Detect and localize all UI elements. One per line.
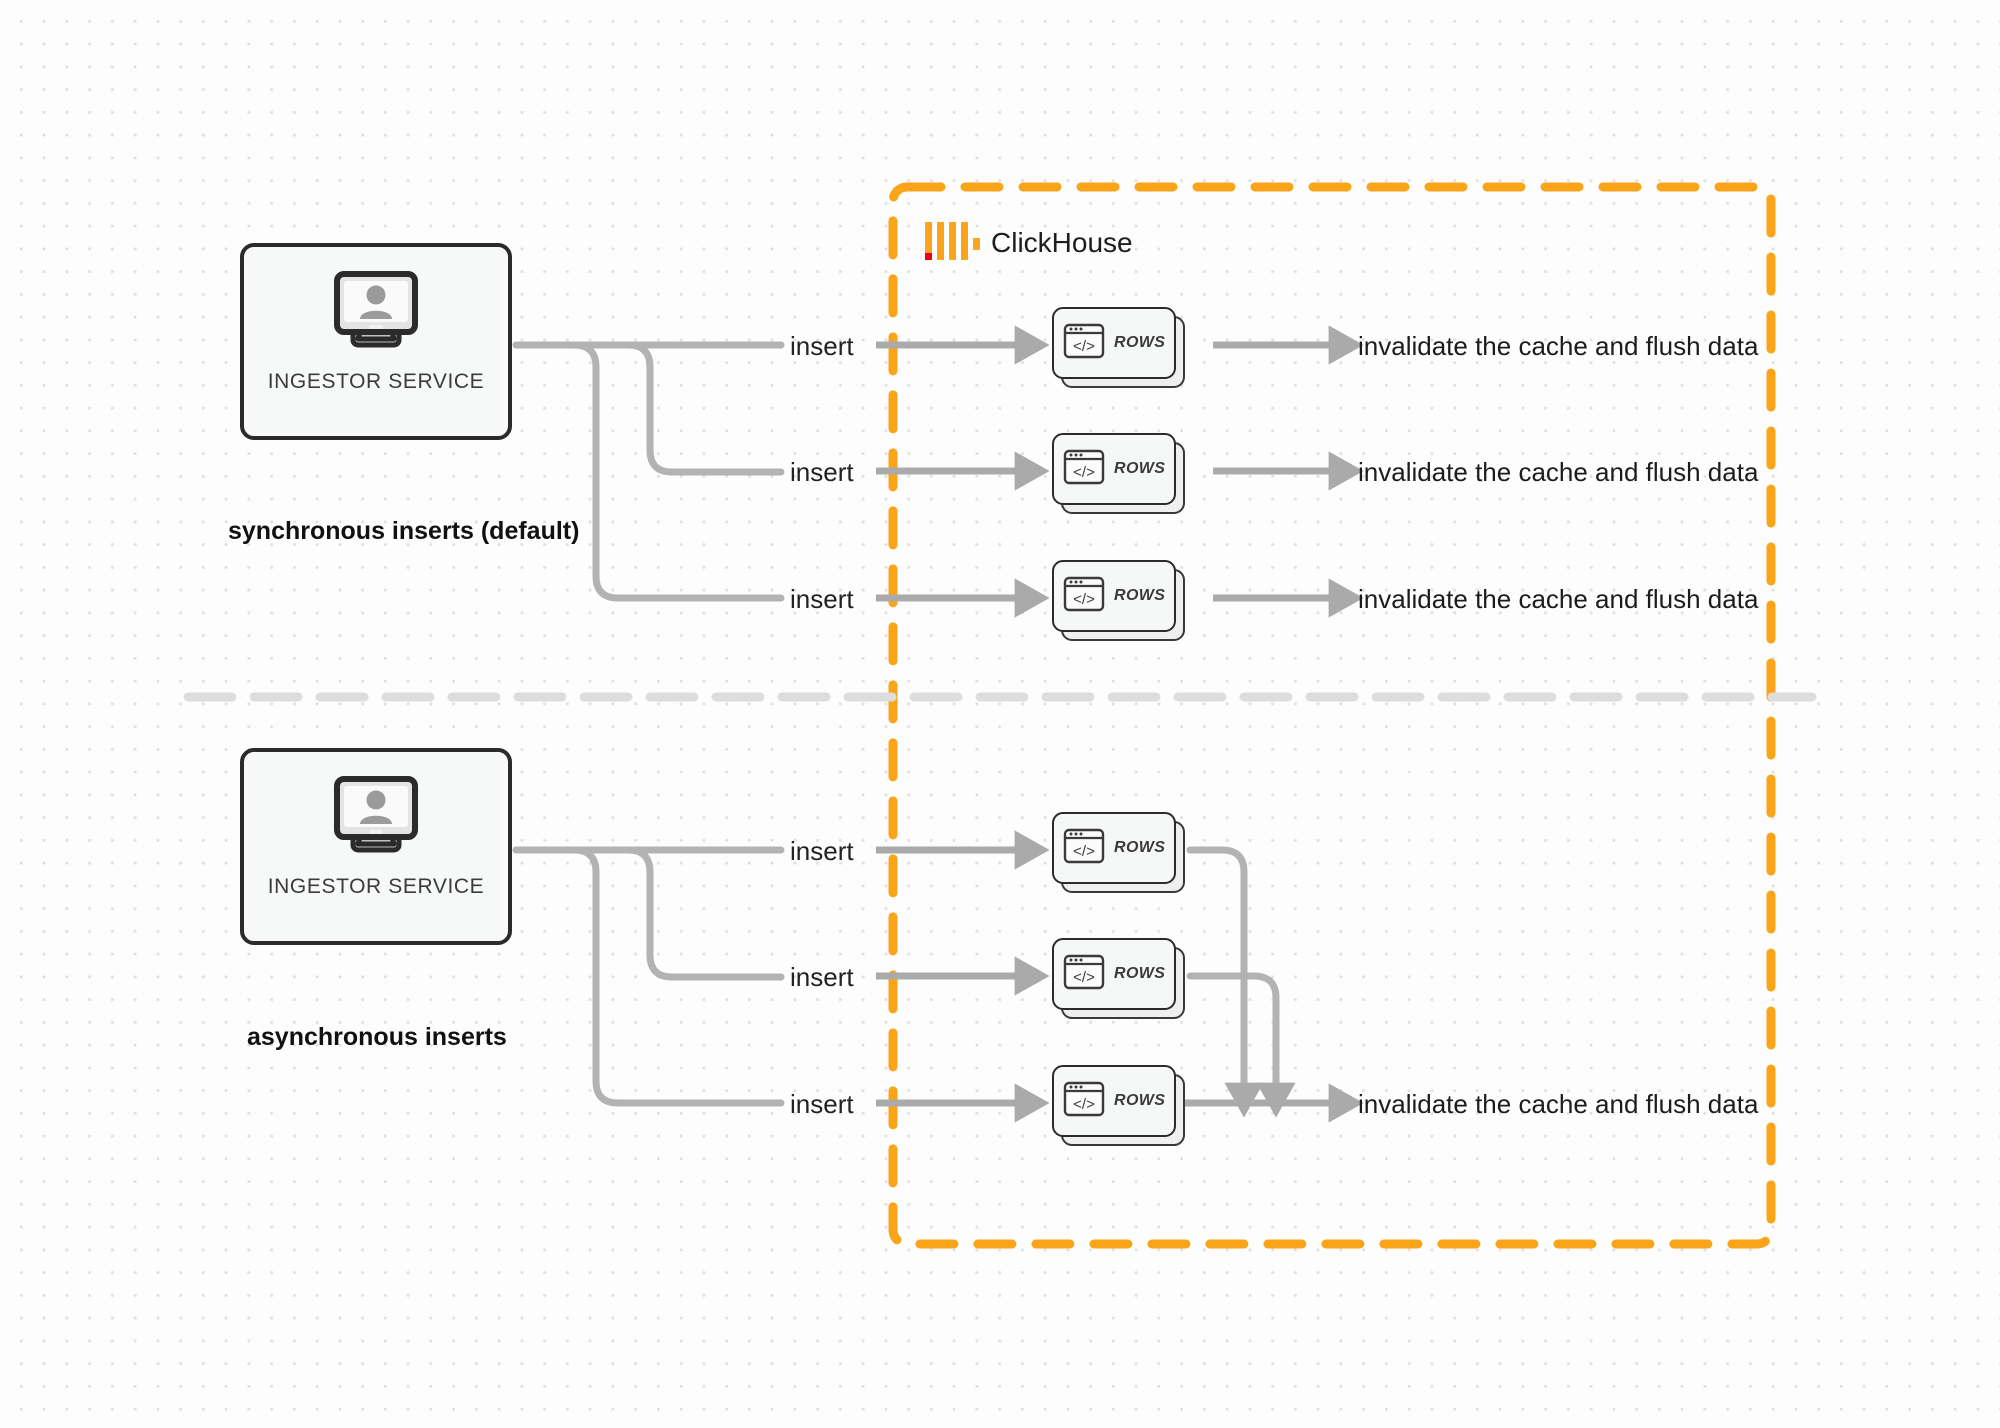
svg-text:</>: </>	[1073, 843, 1095, 860]
async-merge-from-card-2	[1186, 972, 1280, 1082]
rows-card-async-3[interactable]: </> ROWS	[1052, 1065, 1185, 1146]
rows-card-face: </> ROWS	[1052, 938, 1176, 1010]
rows-card-face: </> ROWS	[1052, 307, 1176, 379]
sync-branch-middle	[556, 341, 785, 476]
rows-card-face: </> ROWS	[1052, 812, 1176, 884]
monitor-user-icon	[330, 774, 422, 863]
rows-card-sync-3[interactable]: </> ROWS	[1052, 560, 1185, 641]
ingestor-service-label-sync: INGESTOR SERVICE	[267, 370, 485, 393]
flush-label-sync-1: invalidate the cache and flush data	[1358, 331, 1759, 361]
section-caption-async: asynchronous inserts	[247, 1023, 507, 1051]
sync-branch-bottom	[556, 341, 785, 602]
ingestor-service-sync[interactable]: INGESTOR SERVICE	[240, 243, 512, 440]
clickhouse-brand-label: ClickHouse	[991, 227, 1133, 258]
rows-card-async-2[interactable]: </> ROWS	[1052, 938, 1185, 1019]
code-window-icon: </>	[1063, 1078, 1105, 1125]
rows-card-sync-1[interactable]: </> ROWS	[1052, 307, 1185, 388]
svg-text:</>: </>	[1073, 591, 1095, 608]
svg-text:</>: </>	[1073, 464, 1095, 481]
rows-card-label: ROWS	[1114, 587, 1166, 604]
clickhouse-boundary	[888, 182, 1776, 1249]
flush-label-async-merged: invalidate the cache and flush data	[1358, 1089, 1759, 1119]
rows-card-face: </> ROWS	[1052, 1065, 1176, 1137]
rows-card-face: </> ROWS	[1052, 560, 1176, 632]
section-caption-sync: synchronous inserts (default)	[228, 517, 580, 545]
code-window-icon: </>	[1063, 446, 1105, 493]
rows-card-async-1[interactable]: </> ROWS	[1052, 812, 1185, 893]
insert-label-async-3: insert	[790, 1089, 854, 1119]
rows-card-sync-2[interactable]: </> ROWS	[1052, 433, 1185, 514]
code-window-icon: </>	[1063, 951, 1105, 998]
rows-card-face: </> ROWS	[1052, 433, 1176, 505]
insert-label-async-2: insert	[790, 962, 854, 992]
rows-card-label: ROWS	[1114, 460, 1166, 477]
insert-label-sync-3: insert	[790, 584, 854, 614]
flush-label-sync-2: invalidate the cache and flush data	[1358, 457, 1759, 487]
code-window-icon: </>	[1063, 825, 1105, 872]
async-branch-middle	[556, 846, 785, 981]
rows-card-label: ROWS	[1114, 839, 1166, 856]
monitor-user-icon	[330, 269, 422, 358]
insert-label-async-1: insert	[790, 836, 854, 866]
svg-text:</>: </>	[1073, 1096, 1095, 1113]
flush-label-sync-3: invalidate the cache and flush data	[1358, 584, 1759, 614]
code-window-icon: </>	[1063, 573, 1105, 620]
clickhouse-logo	[925, 222, 980, 260]
rows-card-label: ROWS	[1114, 1092, 1166, 1109]
async-merge-from-card-1	[1186, 846, 1248, 1082]
insert-label-sync-1: insert	[790, 331, 854, 361]
svg-text:</>: </>	[1073, 969, 1095, 986]
svg-text:</>: </>	[1073, 338, 1095, 355]
ingestor-service-label-async: INGESTOR SERVICE	[267, 875, 485, 898]
code-window-icon: </>	[1063, 320, 1105, 367]
async-branch-bottom	[556, 846, 785, 1107]
rows-card-label: ROWS	[1114, 965, 1166, 982]
rows-card-label: ROWS	[1114, 334, 1166, 351]
insert-label-sync-2: insert	[790, 457, 854, 487]
ingestor-service-async[interactable]: INGESTOR SERVICE	[240, 748, 512, 945]
